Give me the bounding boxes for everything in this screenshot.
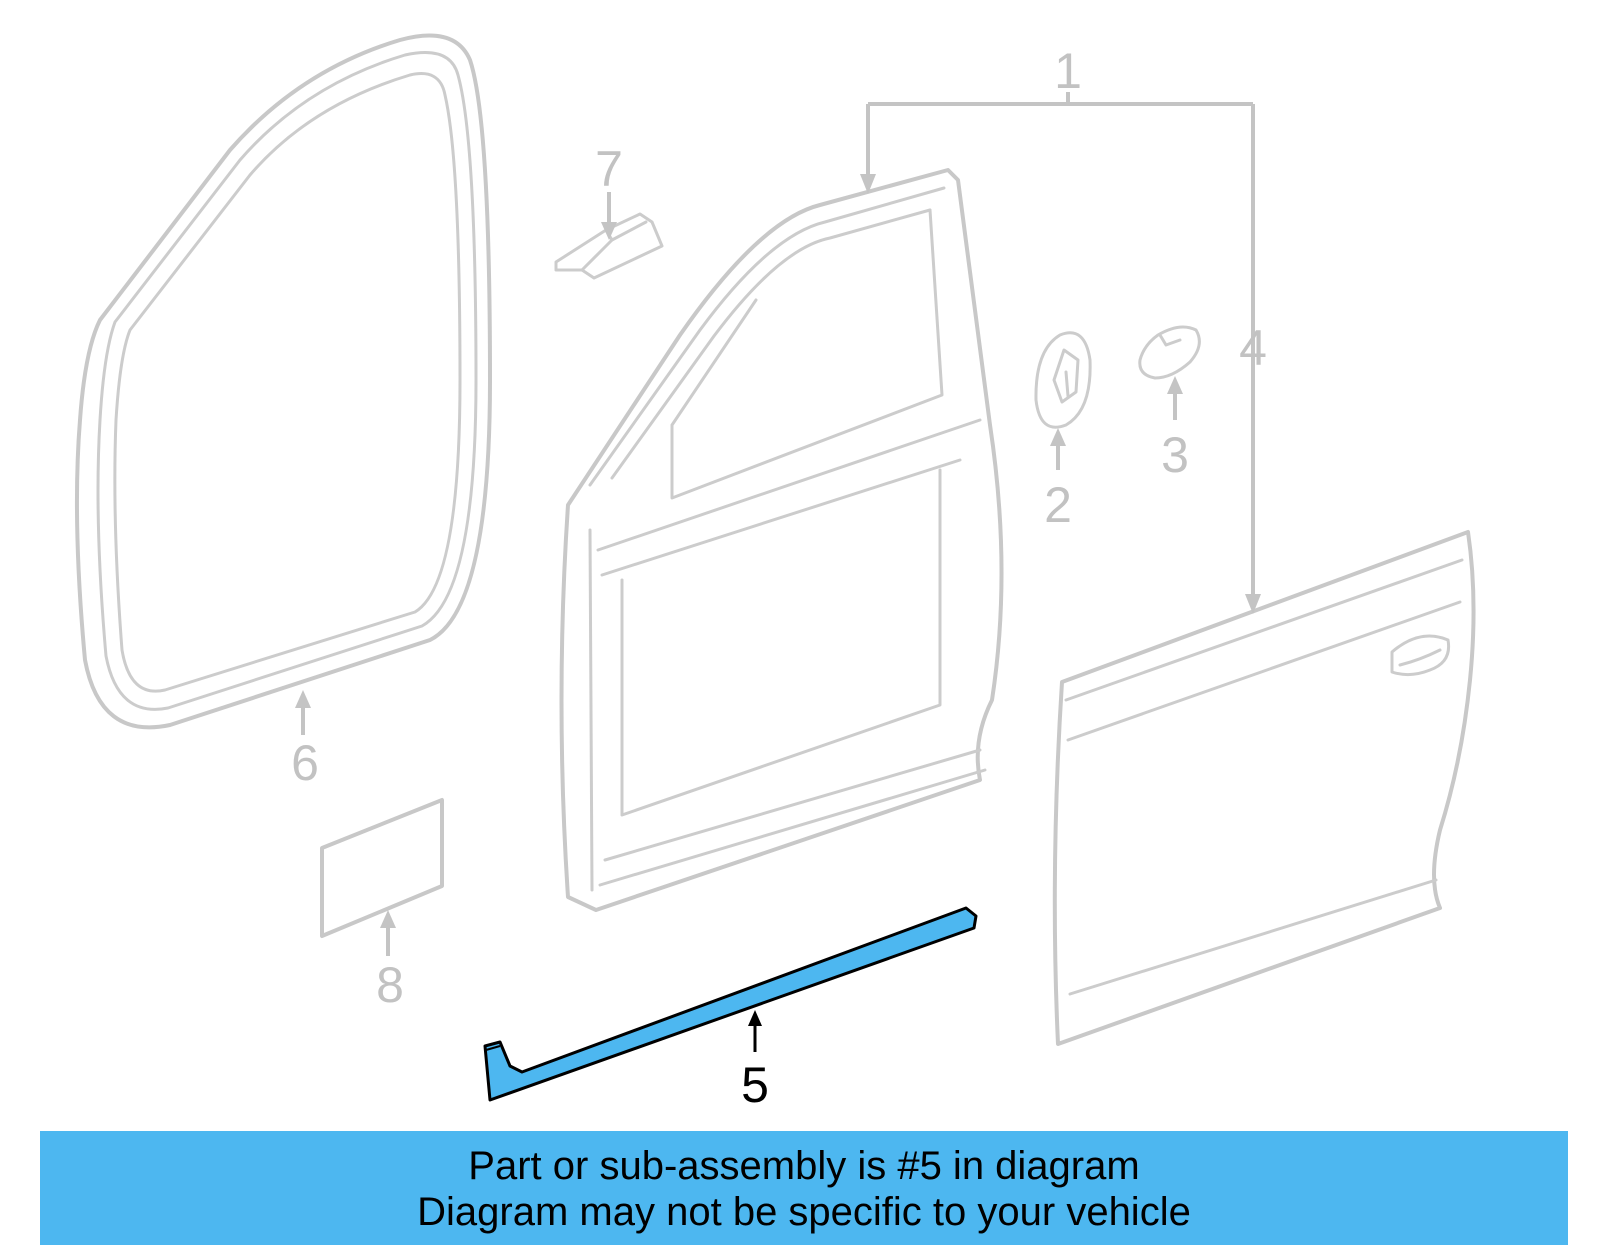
part-1-door-shell: [559, 168, 1004, 912]
callout-number-2: 2: [1044, 477, 1072, 533]
part-8-label: [320, 798, 444, 938]
callout-number-6: 6: [291, 735, 319, 791]
callout-7-leader: [601, 192, 617, 240]
callout-8-leader: [380, 910, 396, 956]
callout-3-leader: [1167, 376, 1183, 420]
part-3-grommet: [1138, 325, 1201, 380]
banner-line-1: Part or sub-assembly is #5 in diagram: [468, 1144, 1140, 1188]
part-4-outer-panel: [1052, 530, 1476, 1046]
callout-1-bracket: [860, 92, 1261, 614]
callout-6-leader: [295, 690, 311, 735]
callout-5-leader: [748, 1010, 762, 1052]
callout-number-3: 3: [1161, 427, 1189, 483]
callout-number-5: 5: [741, 1057, 769, 1113]
callout-number-4: 4: [1239, 320, 1267, 376]
callout-number-8: 8: [376, 957, 404, 1013]
banner-line-2: Diagram may not be specific to your vehi…: [417, 1190, 1191, 1234]
callout-number-7: 7: [595, 141, 623, 197]
part-5-sill-strip: [483, 906, 978, 1102]
part-6-weatherstrip: [74, 33, 492, 730]
part-2-lock: [1034, 331, 1092, 429]
info-banner: Part or sub-assembly is #5 in diagram Di…: [40, 1131, 1568, 1245]
callout-number-1: 1: [1054, 43, 1082, 99]
callout-2-leader: [1050, 428, 1066, 470]
